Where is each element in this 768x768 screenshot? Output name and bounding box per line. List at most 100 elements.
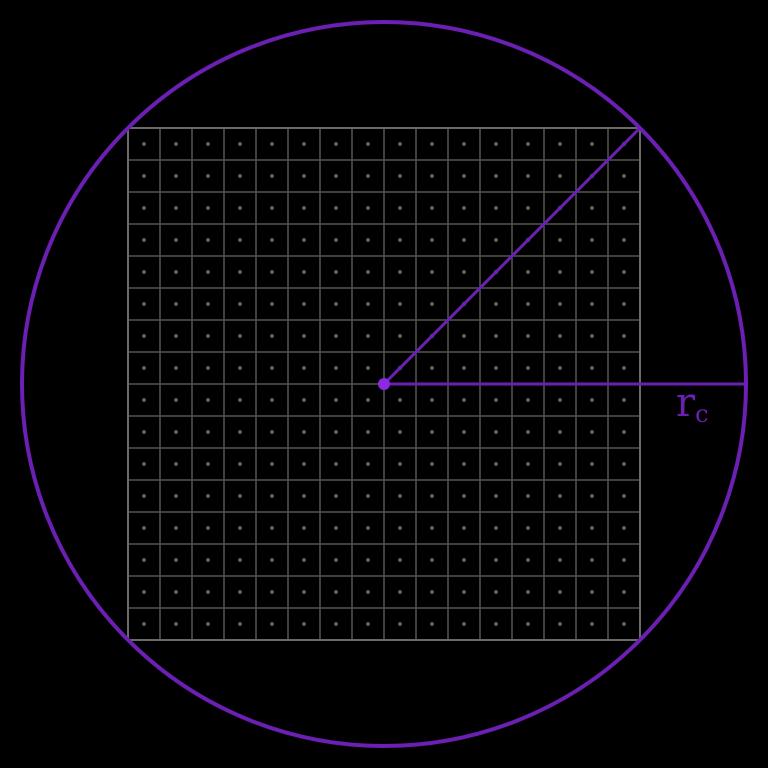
cell-dot bbox=[590, 558, 594, 562]
cell-dot bbox=[238, 590, 242, 594]
cell-dot bbox=[526, 366, 530, 370]
cell-dot bbox=[238, 206, 242, 210]
cell-dot bbox=[558, 622, 562, 626]
cell-dot bbox=[398, 462, 402, 466]
cell-dot bbox=[142, 302, 146, 306]
cell-dot bbox=[622, 238, 626, 242]
cell-dot bbox=[622, 334, 626, 338]
cell-dot bbox=[206, 430, 210, 434]
cell-dot bbox=[270, 622, 274, 626]
cell-dot bbox=[494, 398, 498, 402]
cell-dot bbox=[302, 302, 306, 306]
radius-label-main: r bbox=[676, 380, 696, 426]
cell-dot bbox=[142, 142, 146, 146]
cell-dot bbox=[238, 398, 242, 402]
cell-dot bbox=[558, 526, 562, 530]
cell-dot bbox=[206, 558, 210, 562]
cell-dot bbox=[238, 174, 242, 178]
cell-dot bbox=[622, 206, 626, 210]
cell-dot bbox=[590, 622, 594, 626]
cell-dot bbox=[302, 174, 306, 178]
cell-dot bbox=[494, 238, 498, 242]
cell-dot bbox=[334, 302, 338, 306]
cell-dot bbox=[334, 462, 338, 466]
cell-dot bbox=[558, 366, 562, 370]
cell-dot bbox=[142, 558, 146, 562]
cell-dot bbox=[398, 334, 402, 338]
cell-dot bbox=[366, 622, 370, 626]
cell-dot bbox=[302, 238, 306, 242]
cell-dot bbox=[302, 622, 306, 626]
cell-dot bbox=[494, 526, 498, 530]
cell-dot bbox=[270, 174, 274, 178]
cell-dot bbox=[430, 558, 434, 562]
cell-dot bbox=[174, 334, 178, 338]
center-point bbox=[378, 378, 390, 390]
cell-dot bbox=[462, 334, 466, 338]
cell-dot bbox=[526, 142, 530, 146]
cell-dot bbox=[590, 462, 594, 466]
cell-dot bbox=[302, 462, 306, 466]
cell-dot bbox=[622, 430, 626, 434]
cell-dot bbox=[622, 366, 626, 370]
cell-dot bbox=[590, 430, 594, 434]
cell-dot bbox=[174, 174, 178, 178]
cell-dot bbox=[462, 206, 466, 210]
cell-dot bbox=[270, 206, 274, 210]
cell-dot bbox=[366, 174, 370, 178]
cell-dot bbox=[366, 366, 370, 370]
cell-dot bbox=[590, 206, 594, 210]
cell-dot bbox=[494, 462, 498, 466]
cell-dot bbox=[558, 430, 562, 434]
cell-dot bbox=[238, 238, 242, 242]
cell-dot bbox=[270, 462, 274, 466]
cell-dot bbox=[174, 142, 178, 146]
cell-dot bbox=[590, 270, 594, 274]
cell-dot bbox=[366, 558, 370, 562]
cell-dot bbox=[142, 526, 146, 530]
cell-dot bbox=[558, 174, 562, 178]
cell-dot bbox=[238, 302, 242, 306]
cell-dot bbox=[430, 430, 434, 434]
cell-dot bbox=[206, 334, 210, 338]
cell-dot bbox=[622, 398, 626, 402]
cell-dot bbox=[334, 238, 338, 242]
cell-dot bbox=[430, 174, 434, 178]
cell-dot bbox=[238, 622, 242, 626]
cell-dot bbox=[398, 558, 402, 562]
cell-dot bbox=[366, 398, 370, 402]
cell-dot bbox=[334, 270, 338, 274]
cell-dot bbox=[142, 270, 146, 274]
cell-dot bbox=[270, 398, 274, 402]
cell-dot bbox=[526, 302, 530, 306]
cell-dot bbox=[590, 366, 594, 370]
cell-dot bbox=[238, 558, 242, 562]
cell-dot bbox=[142, 494, 146, 498]
cell-dot bbox=[494, 494, 498, 498]
cell-dot bbox=[302, 526, 306, 530]
cell-dot bbox=[526, 462, 530, 466]
cell-dot bbox=[526, 398, 530, 402]
cell-dot bbox=[494, 174, 498, 178]
cell-dot bbox=[558, 590, 562, 594]
cell-dot bbox=[174, 270, 178, 274]
cell-dot bbox=[622, 462, 626, 466]
cell-dot bbox=[462, 398, 466, 402]
cell-dot bbox=[238, 430, 242, 434]
cell-dot bbox=[430, 494, 434, 498]
cell-dot bbox=[590, 142, 594, 146]
cell-dot bbox=[398, 238, 402, 242]
cell-dot bbox=[174, 494, 178, 498]
cell-dot bbox=[462, 430, 466, 434]
cell-dot bbox=[334, 142, 338, 146]
cell-dot bbox=[302, 334, 306, 338]
cell-dot bbox=[302, 558, 306, 562]
cell-dot bbox=[430, 526, 434, 530]
cell-dot bbox=[174, 366, 178, 370]
cell-dot bbox=[494, 142, 498, 146]
cell-dot bbox=[302, 590, 306, 594]
cell-dot bbox=[270, 526, 274, 530]
cell-dot bbox=[174, 622, 178, 626]
